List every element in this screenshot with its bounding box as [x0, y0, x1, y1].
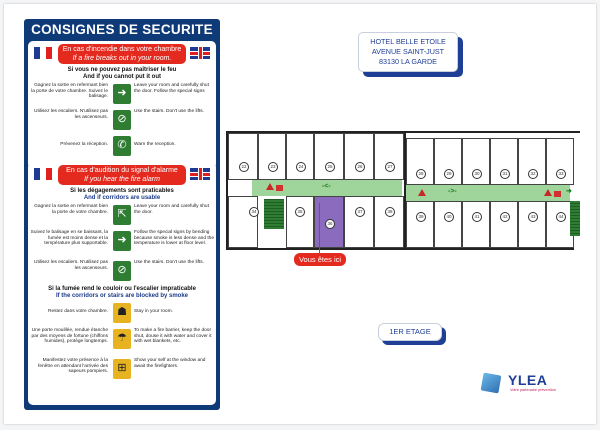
evacuation-arrow-icon: -<-: [322, 183, 331, 190]
evacuation-arrow-icon: ->-: [448, 188, 457, 195]
floor-plan: 22 23 24 25 26 27 34 35 36 37 38 28 29 3…: [226, 131, 580, 250]
instruction-row: Gagnez la sortie en refermant bien la po…: [28, 204, 216, 228]
instruction-row: Restez dans votre chambre. ☗ Stay in you…: [28, 302, 216, 326]
no-elevator-icon: ⊘: [113, 261, 131, 281]
section-fire-in-room: En cas d'incendie dans votre chambre If …: [28, 41, 216, 169]
panel-title: CONSIGNES DE SECURITE: [31, 22, 213, 37]
instruction-row: Prévenez la réception. ✆ Warn the recept…: [28, 135, 216, 159]
fire-extinguisher-icon: [554, 191, 561, 197]
exit-arrow-icon: ➜: [566, 188, 572, 195]
stairs: [264, 199, 284, 229]
warning-icon: [266, 183, 274, 190]
hotel-address: HOTEL BELLE ETOILE AVENUE SAINT-JUST 831…: [358, 32, 458, 72]
french-flag-icon: [34, 168, 52, 180]
fire-extinguisher-icon: [276, 185, 283, 191]
corridor: [406, 185, 570, 201]
instruction-row: Utilisez les escaliers. N'utilisez pas l…: [28, 109, 216, 133]
safety-instructions-panel: CONSIGNES DE SECURITE En cas d'incendie …: [24, 19, 220, 410]
uk-flag-icon: [190, 47, 210, 59]
corridor: [252, 180, 402, 196]
ylea-logo: YLEA Votre partenaire prévention: [480, 372, 580, 400]
french-flag-icon: [34, 47, 52, 59]
section-fire-alarm: En cas d'audition du signal d'alarme If …: [28, 162, 216, 405]
stairs: [570, 201, 580, 236]
warning-icon: [544, 189, 552, 196]
section-subtitle: Si vous ne pouvez pas maîtriser le feu A…: [67, 67, 177, 80]
exit-people-icon: ➜: [113, 84, 131, 104]
section-subtitle: Si la fumée rend le couloir ou l'escalie…: [48, 286, 196, 299]
exit-door-icon: ⇱: [113, 205, 131, 225]
floor-label: 1ER ETAGE: [378, 323, 442, 341]
section-banner: En cas d'audition du signal d'alarme If …: [58, 165, 186, 185]
warning-icon: [418, 189, 426, 196]
instruction-row: Suivez le balisage en se baissant, la fu…: [28, 230, 216, 258]
stay-in-room-icon: ☗: [113, 303, 131, 323]
you-are-here-pointer: [319, 203, 320, 253]
no-elevator-icon: ⊘: [113, 110, 131, 130]
instruction-row: Manifestez votre présence à la fenêtre e…: [28, 358, 216, 382]
instruction-row: Gagnez la sortie en refermant bien la po…: [28, 83, 216, 107]
uk-flag-icon: [190, 168, 210, 180]
exit-people-icon: ➜: [113, 231, 131, 251]
section-subtitle: Si les dégagements sont praticables And …: [70, 188, 174, 201]
phone-icon: ✆: [113, 136, 131, 156]
instruction-row: Utilisez les escaliers. N'utilisez pas l…: [28, 260, 216, 284]
section-banner: En cas d'incendie dans votre chambre If …: [58, 44, 186, 64]
instruction-row: Une porte mouillée, rendue étanche par d…: [28, 328, 216, 356]
logo-mark-icon: [480, 372, 502, 394]
window-icon: ⊞: [113, 359, 131, 379]
you-are-here-label: Vous êtes ici: [294, 253, 346, 266]
wet-door-icon: ☂: [113, 329, 131, 349]
